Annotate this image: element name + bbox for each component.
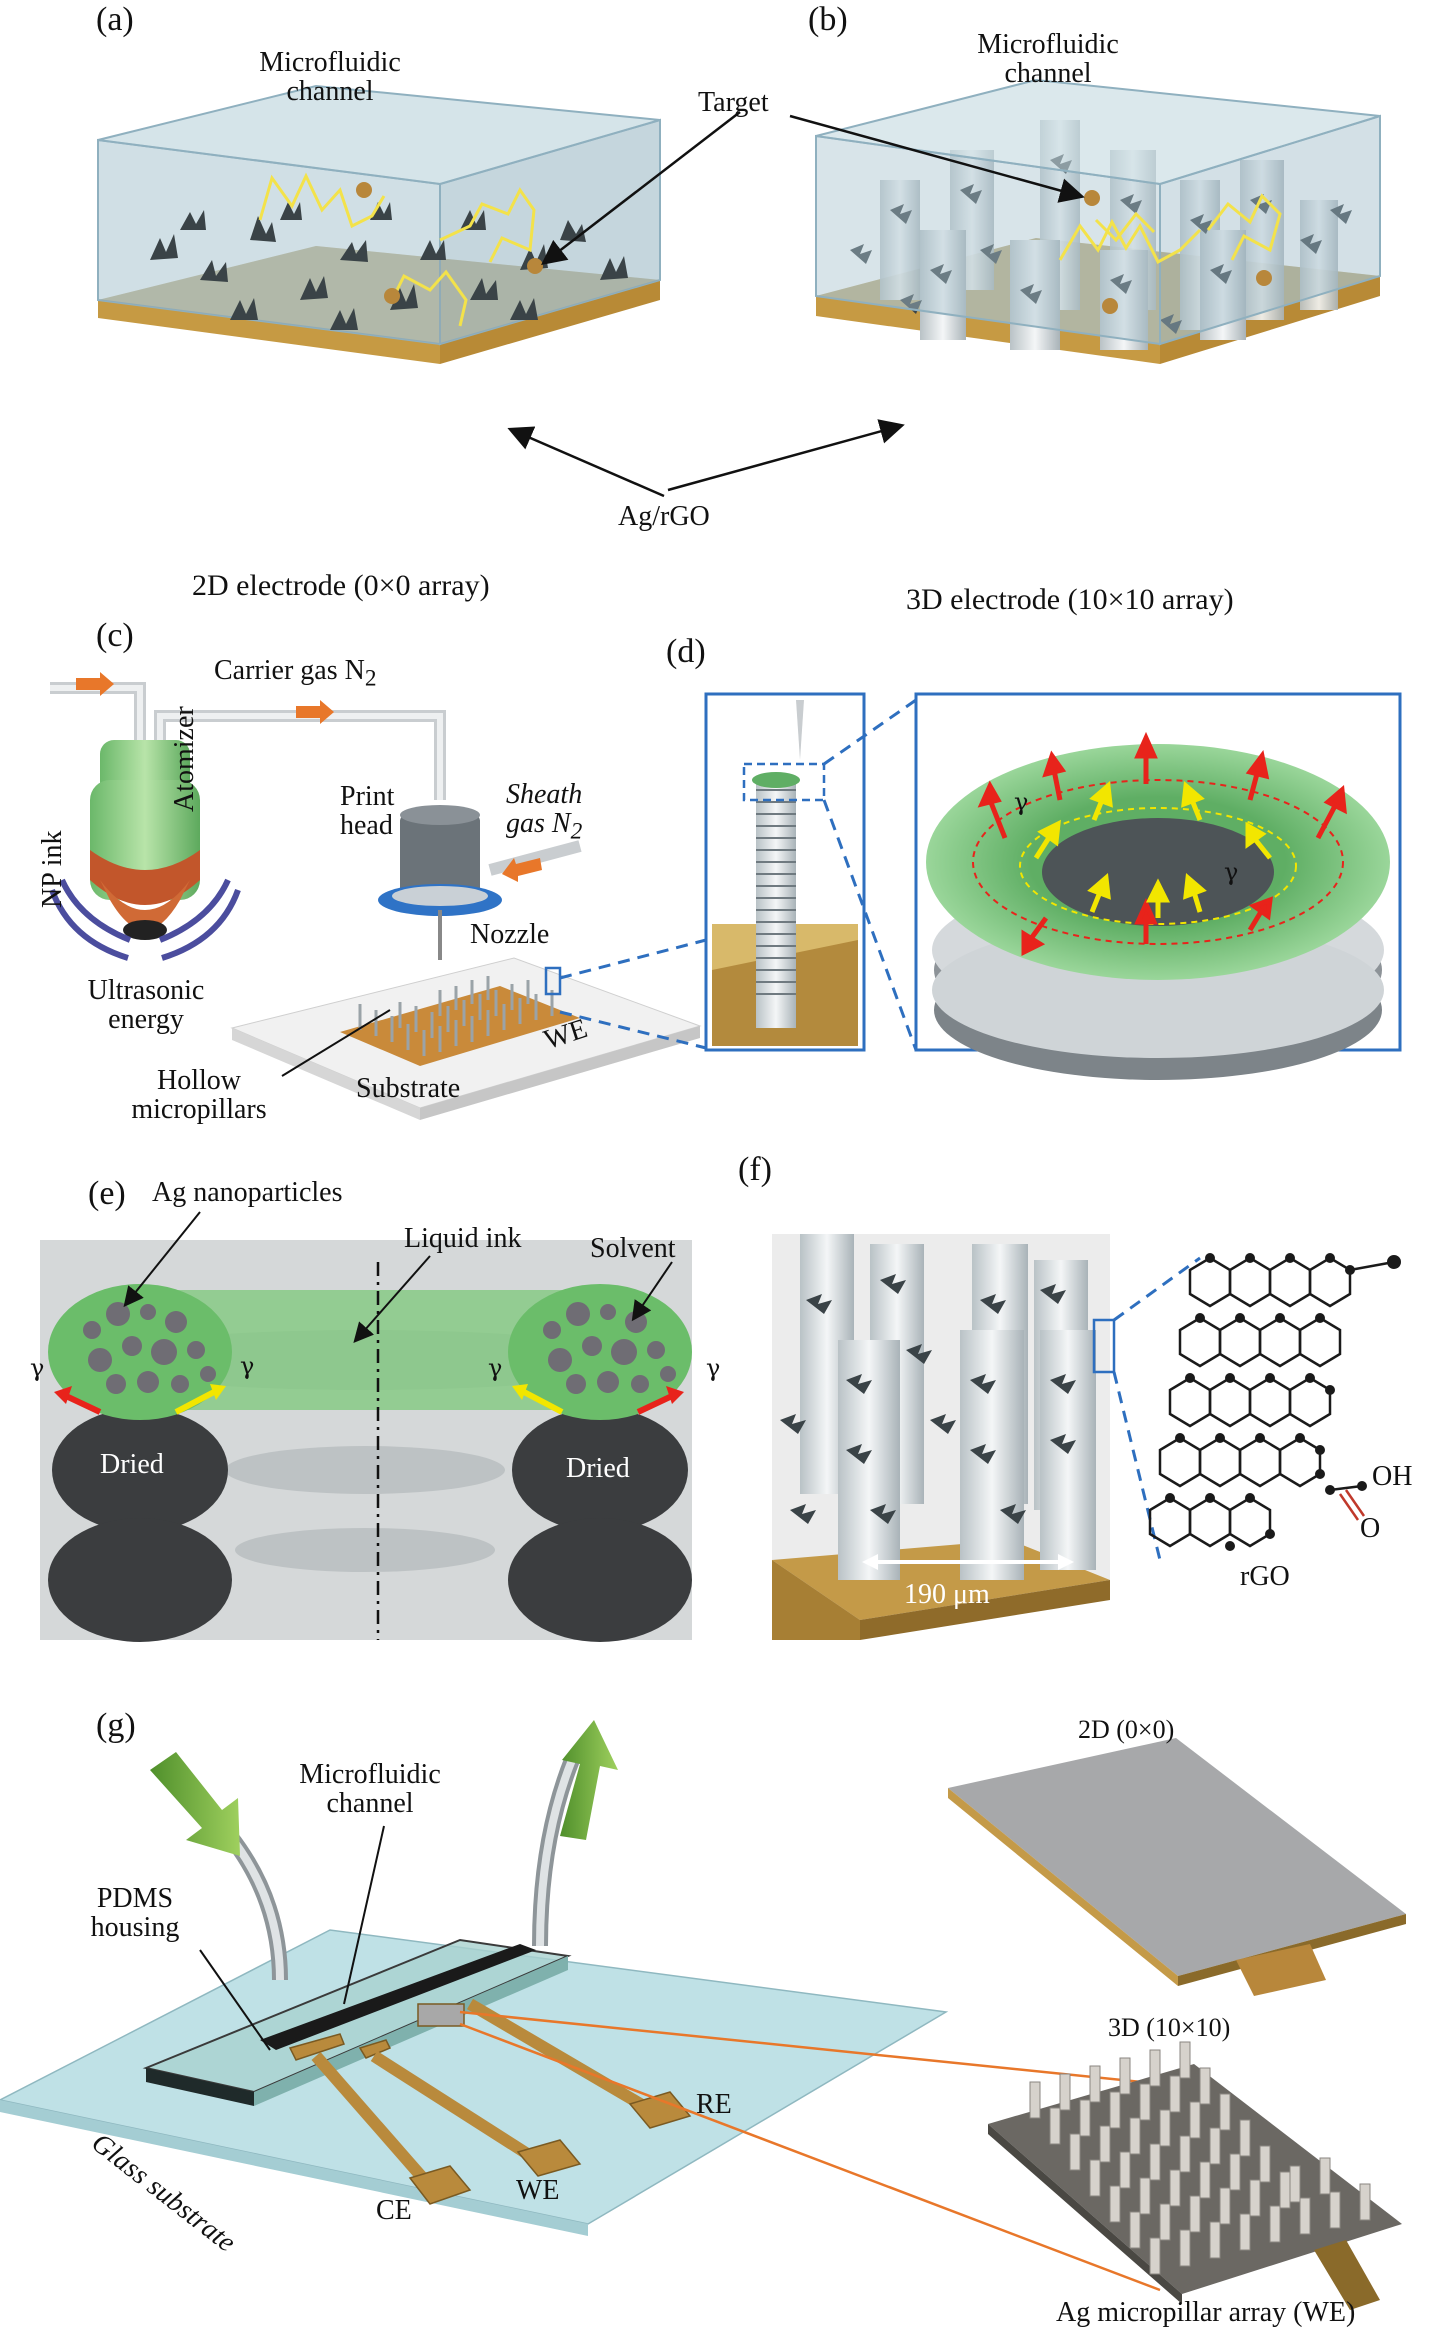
hollow-micropillars-label: Hollow micropillars (114, 1066, 284, 1125)
ag-rgo-flakes-f (780, 1274, 1076, 1524)
sheath-gas-subscript: 2 (570, 818, 583, 845)
panel-c-apparatus (49, 672, 702, 1120)
panel-d (559, 692, 1402, 1080)
channel-label-line1: Microfluidic (977, 29, 1119, 60)
panel-b-caption: 3D electrode (10×10 array) (906, 583, 1234, 616)
g-channel-line1: Microfluidic (299, 1759, 441, 1790)
dried-label-left: Dried (100, 1449, 164, 1480)
panel-a-box (97, 84, 661, 364)
carrier-gas-label: Carrier gas N2 (214, 656, 377, 691)
channel-label-line2: channel (1004, 58, 1092, 90)
panel-f (772, 1234, 1401, 1640)
pdms-housing-label: PDMS housing (50, 1884, 220, 1943)
hollow-line2: micropillars (131, 1094, 267, 1126)
liquid-ink-label: Liquid ink (404, 1223, 522, 1254)
sheath-gas-label: Sheath gas N2 (506, 779, 583, 845)
hollow-line1: Hollow (157, 1065, 241, 1096)
channel-label-line2: channel (286, 76, 374, 108)
panel-c-letter: (c) (96, 617, 134, 654)
inset-3d-label: 3D (10×10) (1108, 2013, 1231, 2042)
panel-a-caption: 2D electrode (0×0 array) (192, 569, 490, 602)
channel-label-line1: Microfluidic (259, 47, 401, 78)
scale-190um-label: 190 μm (904, 1579, 990, 1610)
atomizer-label: Atomizer (169, 706, 200, 812)
ag-nanoparticles-e (83, 1302, 676, 1394)
pdms-line2: housing (90, 1912, 180, 1944)
hollow-micropillars-c (358, 976, 554, 1056)
panel-b-box (815, 78, 1381, 364)
micropillar-array-inset (1029, 2041, 1371, 2275)
oh-label: OH (1372, 1461, 1413, 1492)
solvent-label: Solvent (590, 1233, 676, 1264)
nozzle-label: Nozzle (470, 919, 550, 950)
ultrasonic-line2: energy (108, 1004, 184, 1036)
panel-g (0, 1720, 1406, 2310)
ultrasonic-energy-label: Ultrasonic energy (66, 976, 226, 1035)
panel-b-channel-label: Microfluidic channel (958, 30, 1138, 89)
gamma-e-1: γ (30, 1354, 45, 1382)
inset-2d-label: 2D (0×0) (1078, 1715, 1175, 1744)
array-caption-label: Ag micropillar array (WE) (1056, 2297, 1356, 2328)
sheath-gas-line2: gas N (506, 808, 571, 840)
we-label-g: WE (516, 2175, 560, 2206)
carrier-gas-subscript: 2 (364, 665, 377, 692)
print-head-line1: Print (340, 781, 395, 812)
panel-g-letter: (g) (96, 1707, 136, 1744)
panel-a-channel-label: Microfluidic channel (240, 48, 420, 107)
gamma-e-4: γ (706, 1354, 721, 1382)
dried-label-right: Dried (566, 1453, 630, 1484)
ag-rgo-flakes-a (150, 202, 628, 330)
panel-a-letter: (a) (96, 1, 134, 38)
print-head-label: Print head (340, 782, 394, 841)
gamma-label-d-inner: γ (1224, 858, 1239, 886)
ag-nanoparticles-label: Ag nanoparticles (152, 1177, 343, 1208)
panel-d-letter: (d) (666, 633, 706, 670)
gamma-e-2: γ (240, 1352, 255, 1380)
rgo-lattice (1148, 1256, 1395, 1548)
g-channel-label: Microfluidic channel (280, 1760, 460, 1819)
ce-label: CE (376, 2195, 412, 2226)
panel-e (40, 1211, 692, 1642)
callout-arrows-ab (507, 111, 1085, 498)
pdms-line1: PDMS (96, 1883, 174, 1914)
substrate-label: Substrate (356, 1073, 461, 1104)
surface-tension-arrows-d (977, 731, 1347, 957)
gamma-e-3: γ (488, 1354, 503, 1382)
panel-b-letter: (b) (808, 1, 848, 38)
ag-rgo-label: Ag/rGO (618, 501, 710, 532)
sheath-gas-line1: Sheath (506, 779, 583, 810)
g-channel-line2: channel (326, 1788, 414, 1820)
re-label: RE (696, 2089, 732, 2120)
np-ink-label: NP ink (37, 830, 68, 908)
ultrasonic-line1: Ultrasonic (87, 975, 205, 1006)
carrier-gas-text: Carrier gas N (214, 655, 365, 686)
o-label: O (1360, 1513, 1381, 1544)
gamma-label-d-outer: γ (1014, 788, 1029, 816)
panel-f-letter: (f) (738, 1151, 772, 1188)
panel-e-letter: (e) (88, 1175, 126, 1212)
micropillars-b (880, 120, 1338, 350)
print-head-line2: head (340, 810, 393, 842)
target-label: Target (698, 87, 769, 118)
rgo-label: rGO (1240, 1561, 1290, 1592)
